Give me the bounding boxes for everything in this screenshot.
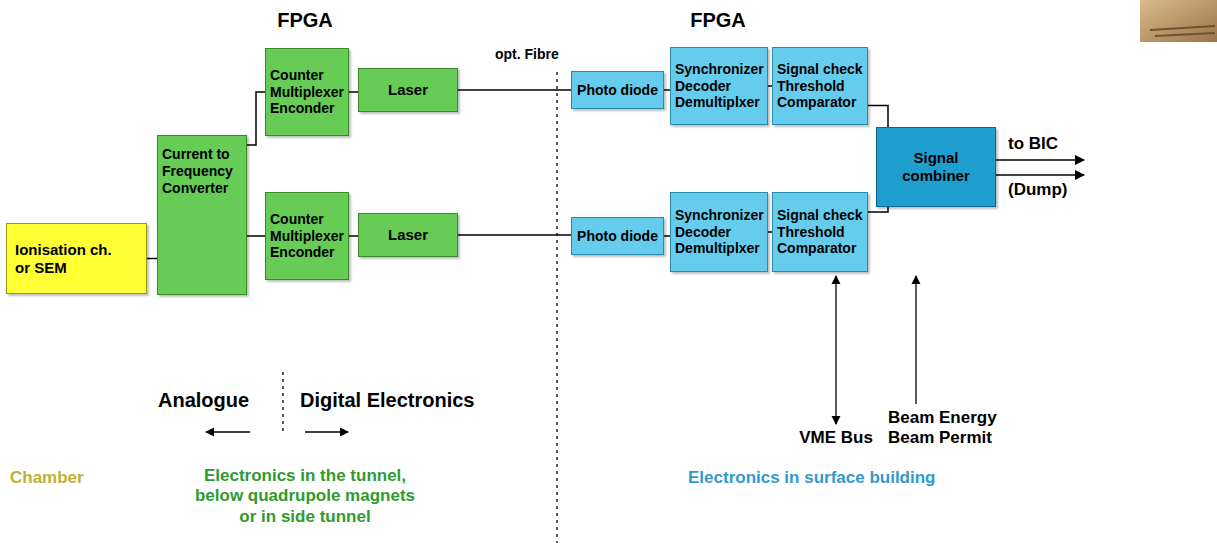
signal-line bbox=[147, 258, 157, 260]
annotation-label: Electronics in surface building bbox=[688, 468, 936, 488]
detector-box: Ionisation ch. or SEM bbox=[6, 223, 147, 294]
beam-arrow bbox=[915, 276, 916, 404]
signal-line bbox=[349, 235, 358, 237]
arrow-right bbox=[305, 431, 348, 432]
box-text: Photo diode bbox=[577, 82, 658, 99]
process-box: Photo diode bbox=[571, 71, 664, 109]
signal-line bbox=[349, 91, 358, 93]
box-text: Counter Multiplexer Enconder bbox=[270, 67, 344, 117]
vme-arrow bbox=[835, 276, 836, 424]
signal-line bbox=[247, 235, 265, 237]
box-text: Signal combiner bbox=[881, 149, 991, 185]
annotation-label: VME Bus bbox=[786, 428, 886, 448]
signal-line bbox=[458, 234, 571, 236]
annotation-label: FPGA bbox=[255, 8, 355, 32]
box-text: Synchronizer Decoder Demultiplxer bbox=[675, 207, 764, 257]
annotation-label: Beam Energy Beam Permit bbox=[888, 408, 1006, 449]
output-arrow bbox=[996, 159, 1084, 161]
process-box: Laser bbox=[358, 68, 458, 112]
photo-fragment bbox=[1140, 0, 1217, 42]
annotation-label: Analogue bbox=[158, 388, 249, 412]
process-box: Counter Multiplexer Enconder bbox=[265, 192, 349, 280]
signal-line bbox=[458, 89, 571, 91]
annotation-label: (Dump) bbox=[1008, 180, 1067, 200]
annotation-label: Electronics in the tunnel, below quadrup… bbox=[189, 466, 421, 527]
process-box: Photo diode bbox=[571, 217, 664, 255]
signal-line bbox=[868, 207, 888, 212]
process-box: Counter Multiplexer Enconder bbox=[265, 48, 349, 136]
box-text: Laser bbox=[388, 226, 428, 244]
box-text: Laser bbox=[388, 81, 428, 99]
process-box: Signal check Threshold Comparator bbox=[772, 192, 868, 272]
process-box: Laser bbox=[358, 213, 458, 257]
box-text: Photo diode bbox=[577, 228, 658, 245]
process-box: Signal check Threshold Comparator bbox=[772, 47, 868, 125]
box-text: Counter Multiplexer Enconder bbox=[270, 211, 344, 261]
box-text: Signal check Threshold Comparator bbox=[777, 207, 863, 257]
annotation-label: Digital Electronics bbox=[300, 388, 475, 412]
divider-dashed bbox=[556, 72, 557, 543]
signal-line bbox=[868, 106, 888, 128]
annotation-label: FPGA bbox=[668, 8, 768, 32]
output-arrow bbox=[996, 174, 1084, 176]
annotation-label: Chamber bbox=[10, 468, 84, 488]
annotation-label: to BIC bbox=[1008, 134, 1058, 154]
box-text: Ionisation ch. or SEM bbox=[15, 241, 121, 277]
box-text: Synchronizer Decoder Demultiplxer bbox=[675, 61, 764, 111]
process-box: Synchronizer Decoder Demultiplxer bbox=[670, 47, 768, 125]
process-box: Synchronizer Decoder Demultiplxer bbox=[670, 192, 768, 272]
box-text: Current to Frequency Converter bbox=[162, 146, 242, 196]
process-box: Signal combiner bbox=[876, 127, 996, 207]
analogue-digital-divider bbox=[282, 372, 283, 434]
signal-line bbox=[247, 92, 265, 145]
box-text: Signal check Threshold Comparator bbox=[777, 61, 863, 111]
arrow-left bbox=[206, 431, 250, 432]
photo-detail bbox=[1150, 26, 1215, 36]
annotation-label: opt. Fibre bbox=[495, 46, 559, 63]
process-box: Current to Frequency Converter bbox=[157, 135, 247, 295]
